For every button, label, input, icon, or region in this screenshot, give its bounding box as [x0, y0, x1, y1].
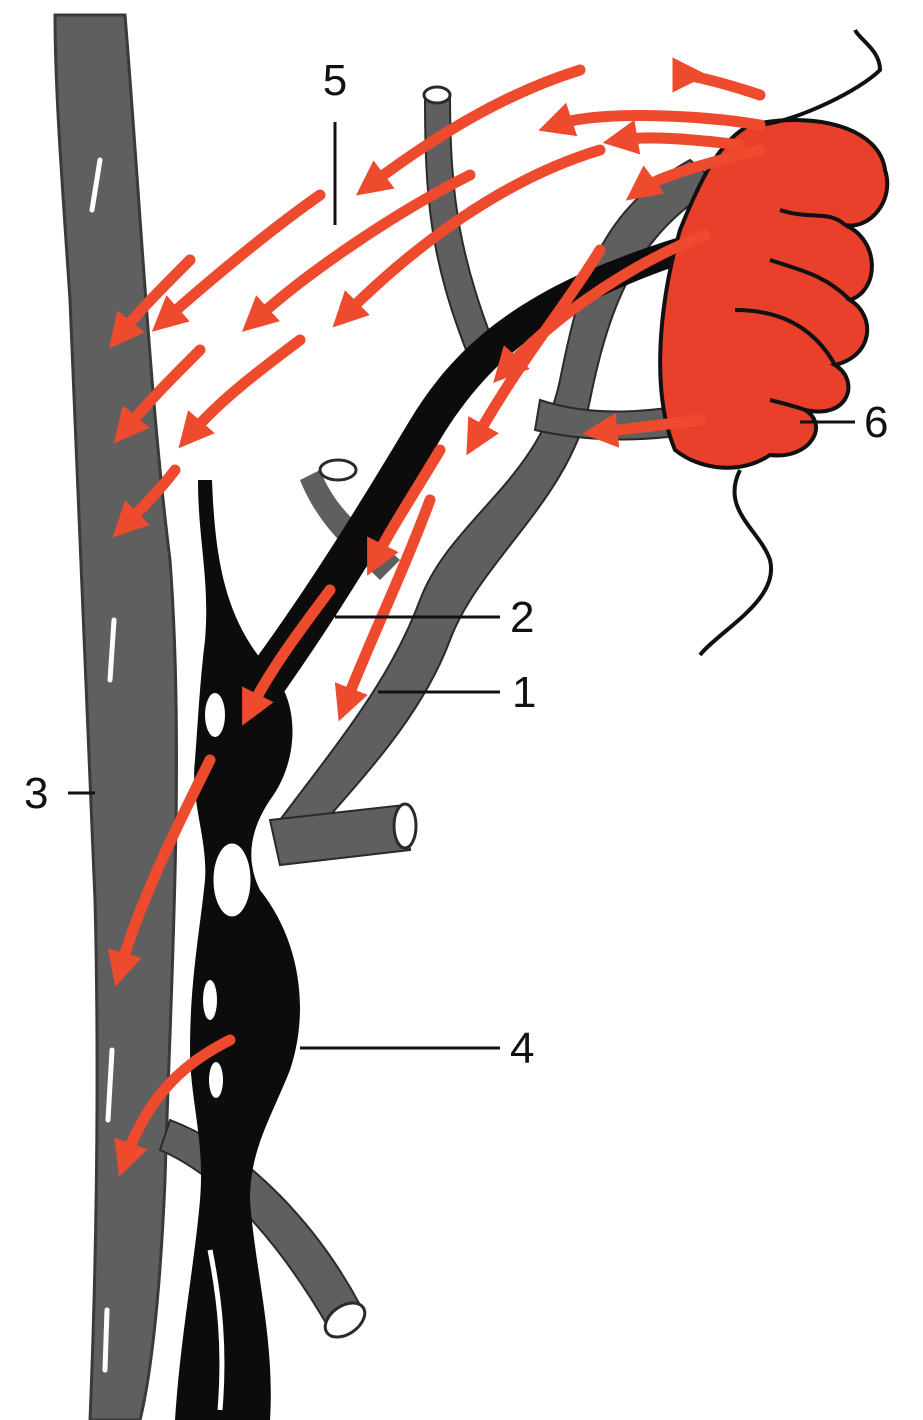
arrow: [250, 590, 330, 710]
arrow: [688, 75, 760, 95]
lymph-node-chain-4: [175, 480, 300, 1420]
label-6: 6: [864, 398, 888, 447]
large-vein-3: [55, 15, 176, 1420]
red-organ-6: [660, 30, 887, 655]
label-4: 4: [510, 1024, 534, 1073]
arrow: [620, 138, 740, 145]
label-1: 1: [512, 668, 536, 717]
label-5: 5: [323, 56, 347, 105]
arrow: [190, 340, 300, 435]
label-2: 2: [510, 593, 534, 642]
label-3: 3: [24, 769, 48, 818]
black-vessel-2: [240, 225, 725, 705]
arrow: [555, 116, 760, 125]
